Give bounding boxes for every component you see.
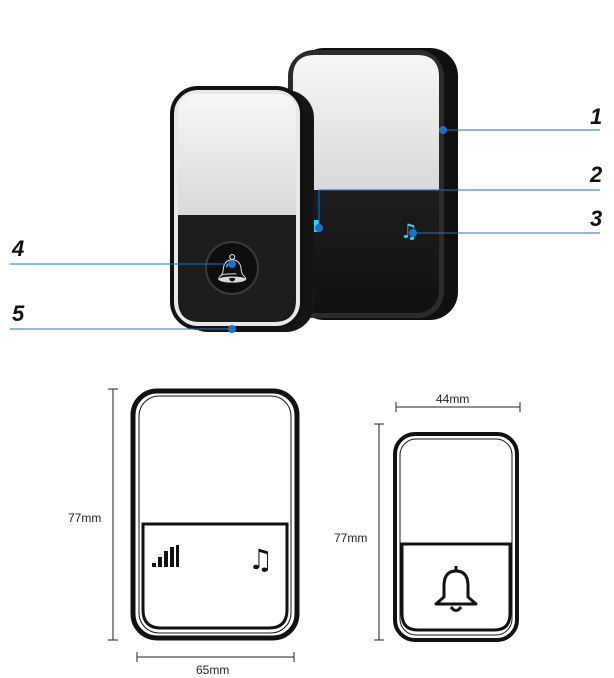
button-height-label: 77mm xyxy=(334,531,367,545)
signal-bars-icon xyxy=(152,545,179,567)
receiver-outline-drawing: ♫ xyxy=(130,388,300,641)
callout-dot-2 xyxy=(315,224,323,232)
callouts xyxy=(10,129,600,330)
callout-dot-5 xyxy=(228,325,236,333)
bell-icon xyxy=(434,566,478,612)
callout-label-5: 5 xyxy=(12,301,25,326)
callout-dot-4 xyxy=(228,260,236,268)
callout-dot-1 xyxy=(439,126,447,134)
button-width-dimension xyxy=(395,402,521,412)
button-height-dimension xyxy=(374,423,384,641)
receiver-width-dimension xyxy=(136,652,295,662)
button-outline-drawing xyxy=(393,432,519,642)
button-width-label: 44mm xyxy=(436,392,469,406)
button-bell-icon: 🔔︎ xyxy=(214,252,250,285)
callout-label-4: 4 xyxy=(11,236,24,261)
music-note-icon: ♫ xyxy=(248,543,273,576)
receiver-face xyxy=(293,55,439,190)
callout-dot-3 xyxy=(409,229,417,237)
receiver-height-label: 77mm xyxy=(68,511,101,525)
callout-label-3: 3 xyxy=(590,206,602,231)
receiver-width-label: 65mm xyxy=(196,663,229,677)
receiver-unit: ♫ xyxy=(288,48,458,320)
receiver-music-led-icon: ♫ xyxy=(400,219,418,243)
callout-label-1: 1 xyxy=(590,104,602,129)
push-button-unit: 🔔︎ xyxy=(170,86,314,332)
receiver-height-dimension xyxy=(108,388,118,641)
callout-label-2: 2 xyxy=(589,162,603,187)
